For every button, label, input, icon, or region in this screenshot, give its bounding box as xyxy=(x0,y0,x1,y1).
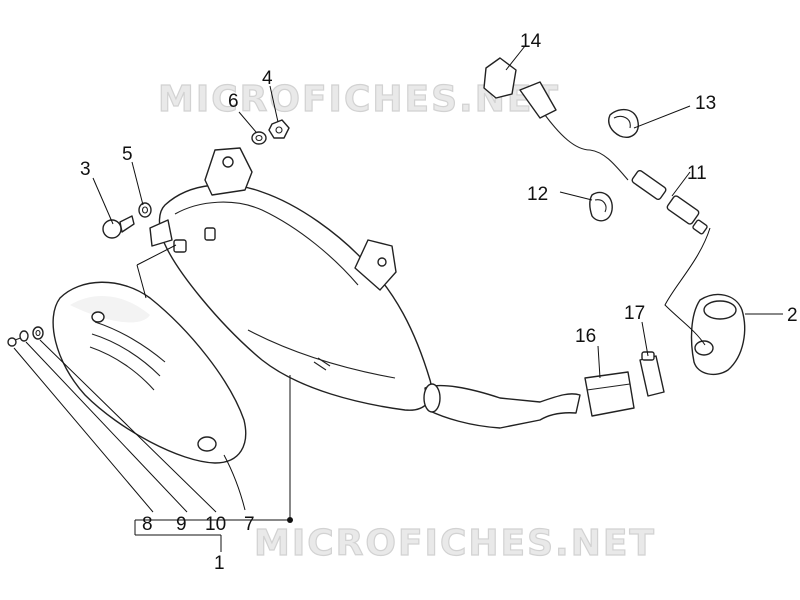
washer-part-10 xyxy=(32,326,44,340)
washer-part-5 xyxy=(138,202,152,218)
washer-part-6 xyxy=(251,131,267,145)
clamp-part-17 xyxy=(639,351,665,397)
callout-11: 11 xyxy=(687,163,707,184)
exhaust-pipe xyxy=(423,383,581,429)
muffler-body xyxy=(149,147,433,411)
callout-8: 8 xyxy=(142,514,153,535)
callout-1: 1 xyxy=(214,553,225,574)
callout-12: 12 xyxy=(527,184,548,205)
watermark-bottom: MICROFICHES.NET xyxy=(254,523,656,564)
clip-part-12 xyxy=(589,191,613,222)
sleeve-part-16 xyxy=(584,371,635,417)
flange-part-2 xyxy=(690,293,746,376)
callout-labels: 1 2 3 4 5 6 7 8 9 10 11 12 13 14 16 17 xyxy=(80,31,798,574)
lambda-sensor-part-11 xyxy=(544,114,708,235)
callout-3: 3 xyxy=(80,159,91,180)
callout-7: 7 xyxy=(244,514,255,535)
washer-part-9 xyxy=(19,330,29,342)
callout-2: 2 xyxy=(787,305,798,326)
nut-part-4 xyxy=(268,119,290,139)
assembly-dot xyxy=(287,517,293,523)
callout-6: 6 xyxy=(228,91,239,112)
callout-9: 9 xyxy=(176,514,187,535)
heat-shield-part-7 xyxy=(52,281,247,464)
callout-4: 4 xyxy=(262,68,273,89)
bolt-part-3 xyxy=(102,215,135,239)
callout-17: 17 xyxy=(624,303,645,324)
callout-16: 16 xyxy=(575,326,596,347)
callout-5: 5 xyxy=(122,144,133,165)
clip-part-13 xyxy=(608,108,639,138)
callout-13: 13 xyxy=(695,93,716,114)
callout-14: 14 xyxy=(520,31,542,52)
callout-10: 10 xyxy=(205,514,226,535)
leader-lines xyxy=(13,45,783,552)
